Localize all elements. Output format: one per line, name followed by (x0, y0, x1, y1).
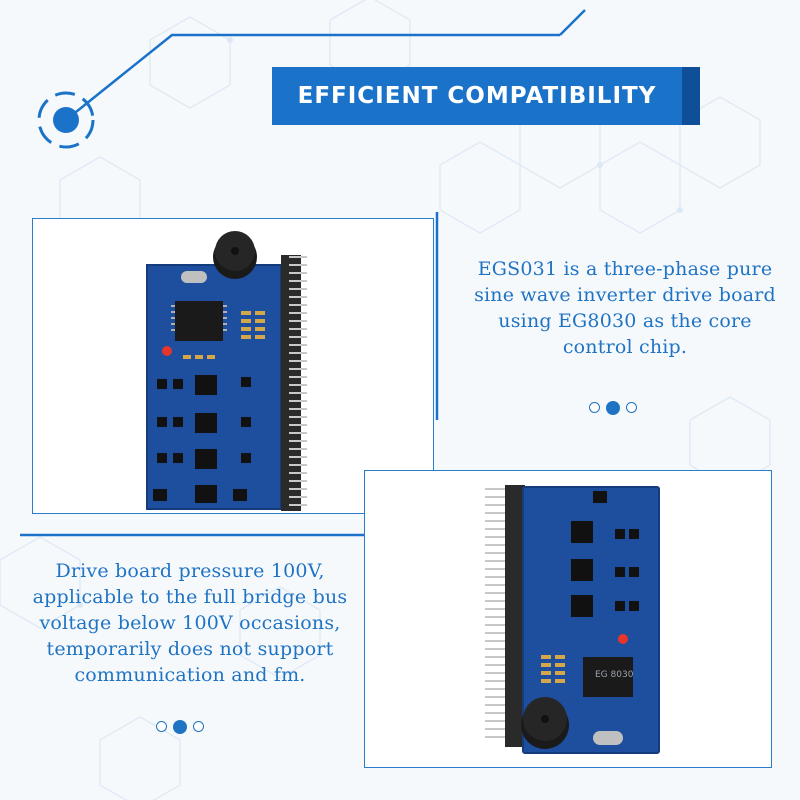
description-line: voltage below 100V occasions, (39, 612, 341, 634)
description-top-right: EGS031 is a three-phase pure sine wave i… (455, 256, 795, 360)
description-line: control chip. (562, 336, 688, 358)
pagination-dot[interactable] (626, 402, 637, 413)
pcb-board-image-2: EG 8030 (485, 485, 660, 754)
description-line: communication and fm. (74, 664, 306, 686)
chip-marking: EG 8030 (595, 670, 634, 680)
description-line: sine wave inverter drive board (474, 284, 776, 306)
product-photo-frame-2: EG 8030 (364, 470, 772, 768)
target-circle-icon (37, 91, 95, 149)
pagination-dot[interactable] (589, 402, 600, 413)
pcb-board-image-1 (146, 231, 307, 511)
description-line: EGS031 is a three-phase pure (477, 258, 773, 280)
pagination-dot-active[interactable] (173, 720, 187, 734)
description-line: Drive board pressure 100V, (55, 560, 325, 582)
product-photo-frame-1 (32, 218, 434, 514)
pagination-dot[interactable] (156, 721, 167, 732)
pagination-dots-bottom (156, 720, 204, 734)
description-line: using EG8030 as the core (498, 310, 752, 332)
pagination-dot[interactable] (193, 721, 204, 732)
description-bottom-left: Drive board pressure 100V, applicable to… (20, 558, 360, 688)
page-title: EFFICIENT COMPATIBILITY (272, 67, 682, 125)
pagination-dot-active[interactable] (606, 401, 620, 415)
description-line: applicable to the full bridge bus (32, 586, 348, 608)
description-line: temporarily does not support (46, 638, 334, 660)
pagination-dots-top (589, 401, 637, 415)
